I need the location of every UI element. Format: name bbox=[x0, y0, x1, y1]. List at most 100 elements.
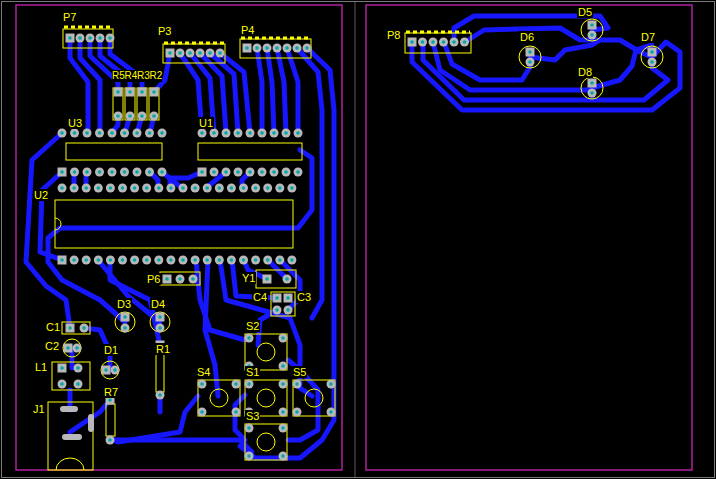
round-pad bbox=[108, 168, 117, 177]
square-pad bbox=[58, 168, 67, 177]
round-pad bbox=[82, 184, 91, 193]
drill-hole bbox=[212, 131, 216, 135]
drill-hole bbox=[72, 186, 76, 190]
drill-hole bbox=[247, 382, 251, 386]
drill-hole bbox=[247, 454, 251, 458]
designator-label: D8 bbox=[577, 66, 593, 78]
drill-hole bbox=[178, 277, 182, 281]
drill-hole bbox=[272, 131, 276, 135]
drill-hole bbox=[108, 438, 112, 442]
designator-label: U3 bbox=[67, 117, 83, 129]
round-pad bbox=[70, 129, 79, 138]
silkscreen-circle bbox=[257, 433, 275, 451]
drill-hole bbox=[281, 336, 285, 340]
drill-hole bbox=[85, 131, 89, 135]
drill-hole bbox=[281, 382, 285, 386]
round-pad bbox=[418, 38, 427, 47]
silkscreen-outline bbox=[62, 322, 90, 334]
drill-hole bbox=[290, 186, 294, 190]
round-pad bbox=[588, 89, 597, 98]
designator-label: J1 bbox=[32, 403, 46, 415]
copper-trace bbox=[423, 42, 668, 100]
drill-hole bbox=[285, 46, 289, 50]
drill-hole bbox=[255, 46, 259, 50]
round-pad bbox=[210, 168, 219, 177]
drill-hole bbox=[135, 131, 139, 135]
round-pad bbox=[273, 306, 282, 315]
round-pad bbox=[106, 184, 115, 193]
silkscreen-circle bbox=[641, 46, 663, 68]
round-pad bbox=[273, 44, 282, 53]
silkscreen-circle bbox=[581, 19, 603, 41]
designator-label: D7 bbox=[640, 31, 656, 43]
square-pad bbox=[58, 256, 67, 265]
square-pad bbox=[648, 48, 657, 57]
drill-hole bbox=[290, 258, 294, 262]
designator-label: D6 bbox=[519, 31, 535, 43]
round-pad bbox=[156, 324, 165, 333]
jack-outline bbox=[56, 458, 84, 470]
drill-hole bbox=[278, 186, 282, 190]
round-pad bbox=[279, 424, 288, 433]
drill-hole bbox=[275, 308, 279, 312]
drill-hole bbox=[169, 186, 173, 190]
drill-hole bbox=[157, 186, 161, 190]
round-pad bbox=[176, 49, 185, 58]
round-pad bbox=[251, 184, 260, 193]
round-pad bbox=[232, 380, 241, 389]
silkscreen-outline bbox=[55, 200, 293, 248]
round-pad bbox=[206, 49, 215, 58]
drill-hole bbox=[178, 51, 182, 55]
drill-hole bbox=[200, 170, 204, 174]
round-pad bbox=[83, 129, 92, 138]
drill-hole bbox=[284, 131, 288, 135]
designator-label: R4 bbox=[125, 70, 138, 82]
designator-label: P3 bbox=[157, 25, 172, 37]
silkscreen-outline bbox=[163, 44, 225, 63]
square-pad bbox=[198, 168, 207, 177]
drill-hole bbox=[278, 258, 282, 262]
round-pad bbox=[279, 380, 288, 389]
drill-hole bbox=[60, 186, 64, 190]
silkscreen-outline bbox=[271, 292, 295, 316]
drill-hole bbox=[85, 170, 89, 174]
silkscreen-outline bbox=[113, 88, 123, 120]
designator-label: C1 bbox=[45, 321, 61, 333]
drill-hole bbox=[650, 50, 654, 54]
round-pad bbox=[158, 168, 167, 177]
round-pad bbox=[648, 58, 657, 67]
designator-label: D1 bbox=[103, 344, 119, 356]
copper-trace bbox=[444, 42, 530, 80]
silkscreen-outline bbox=[245, 424, 287, 460]
silkscreen-outline bbox=[293, 380, 335, 416]
silkscreen-outline bbox=[106, 404, 115, 436]
round-pad bbox=[253, 44, 262, 53]
drill-hole bbox=[198, 51, 202, 55]
round-pad bbox=[439, 38, 448, 47]
round-pad bbox=[245, 452, 254, 461]
square-pad bbox=[102, 366, 111, 375]
designator-label: R2 bbox=[150, 70, 163, 82]
drill-hole bbox=[329, 382, 333, 386]
round-pad bbox=[198, 408, 207, 417]
round-pad bbox=[258, 168, 267, 177]
round-pad bbox=[154, 184, 163, 193]
drill-hole bbox=[75, 346, 79, 350]
round-pad bbox=[279, 408, 288, 417]
drill-hole bbox=[245, 46, 249, 50]
silkscreen-circle bbox=[115, 312, 135, 332]
drill-hole bbox=[72, 258, 76, 262]
copper-trace bbox=[257, 48, 262, 133]
drill-hole bbox=[152, 90, 156, 94]
round-pad bbox=[232, 408, 241, 417]
round-pad bbox=[327, 408, 336, 417]
round-pad bbox=[251, 256, 260, 265]
drill-hole bbox=[295, 46, 299, 50]
square-pad bbox=[163, 275, 172, 284]
round-pad bbox=[227, 184, 236, 193]
drill-hole bbox=[285, 277, 289, 281]
drill-hole bbox=[128, 90, 132, 94]
round-pad bbox=[166, 184, 175, 193]
round-pad bbox=[234, 129, 243, 138]
